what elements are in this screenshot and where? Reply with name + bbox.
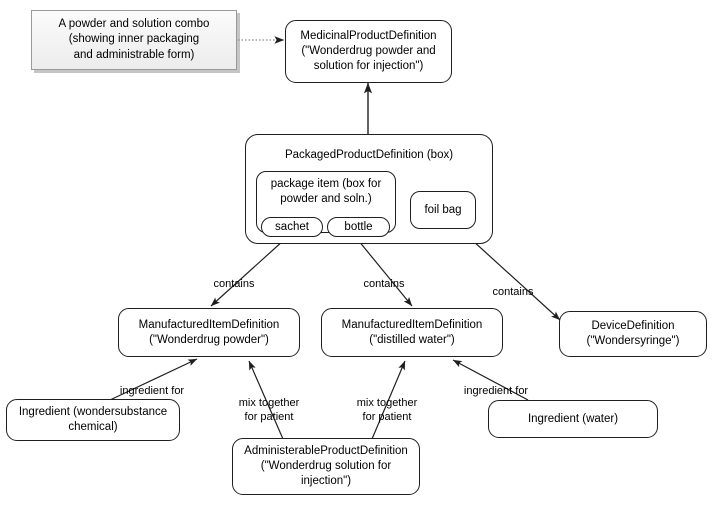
node-administerable-product-definition-label: AdministerableProductDefinition ("Wonder… — [244, 445, 408, 487]
edge-label-ingredient-for-chemical: ingredient for — [108, 371, 196, 399]
edge-label-mix-left: mix together for patient — [226, 383, 312, 424]
edge-label-contains-foilbag-text: contains — [492, 285, 534, 298]
edge-label-ingredient-for-water-text: ingredient for — [463, 384, 529, 397]
edge-label-mix-right-text: mix together for patient — [356, 396, 418, 423]
node-foil-bag-label: foil bag — [424, 204, 462, 216]
node-bottle-label: bottle — [344, 221, 373, 233]
note-text: A powder and solution combo (showing inn… — [58, 17, 210, 61]
node-manufactured-item-powder[interactable]: ManufacturedItemDefinition ("Wonderdrug … — [118, 308, 300, 357]
node-medicinal-product-definition-label: MedicinalProductDefinition ("Wonderdrug … — [300, 30, 437, 72]
node-foil-bag[interactable]: foil bag — [410, 191, 476, 229]
edge-label-contains-bottle: contains — [348, 264, 420, 292]
edge-label-mix-right: mix together for patient — [344, 383, 430, 424]
node-device-definition[interactable]: DeviceDefinition ("Wondersyringe") — [559, 311, 707, 357]
node-manufactured-item-water[interactable]: ManufacturedItemDefinition ("distilled w… — [321, 308, 503, 357]
edge-label-contains-foilbag: contains — [477, 272, 549, 300]
edge-label-mix-left-text: mix together for patient — [238, 396, 300, 423]
node-sachet[interactable]: sachet — [261, 217, 323, 237]
node-medicinal-product-definition[interactable]: MedicinalProductDefinition ("Wonderdrug … — [285, 20, 452, 83]
node-manufactured-item-water-label: ManufacturedItemDefinition ("distilled w… — [341, 318, 483, 346]
node-ingredient-water-label: Ingredient (water) — [527, 412, 619, 425]
note-powder-solution-combo: A powder and solution combo (showing inn… — [31, 10, 237, 70]
node-device-definition-label: DeviceDefinition ("Wondersyringe") — [586, 320, 680, 347]
edge-label-contains-sachet: contains — [198, 264, 270, 292]
group-package-item[interactable]: package item (box for powder and soln.) — [256, 171, 396, 233]
node-bottle[interactable]: bottle — [327, 217, 390, 237]
edge-label-contains-sachet-text: contains — [213, 277, 255, 290]
edge-label-ingredient-for-water: ingredient for — [452, 371, 540, 399]
node-sachet-label: sachet — [275, 221, 309, 233]
group-packaged-product-definition-title: PackagedProductDefinition (box) — [284, 149, 454, 161]
node-administerable-product-definition[interactable]: AdministerableProductDefinition ("Wonder… — [232, 438, 420, 495]
edge-label-ingredient-for-chemical-text: ingredient for — [119, 384, 185, 397]
node-ingredient-wondersubstance-label: Ingredient (wondersubstance chemical) — [18, 406, 168, 433]
node-ingredient-wondersubstance[interactable]: Ingredient (wondersubstance chemical) — [6, 399, 180, 441]
group-package-item-label: package item (box for powder and soln.) — [270, 178, 382, 205]
node-ingredient-water[interactable]: Ingredient (water) — [488, 400, 658, 438]
node-manufactured-item-powder-label: ManufacturedItemDefinition ("Wonderdrug … — [138, 318, 280, 346]
edge-label-contains-bottle-text: contains — [363, 277, 405, 290]
